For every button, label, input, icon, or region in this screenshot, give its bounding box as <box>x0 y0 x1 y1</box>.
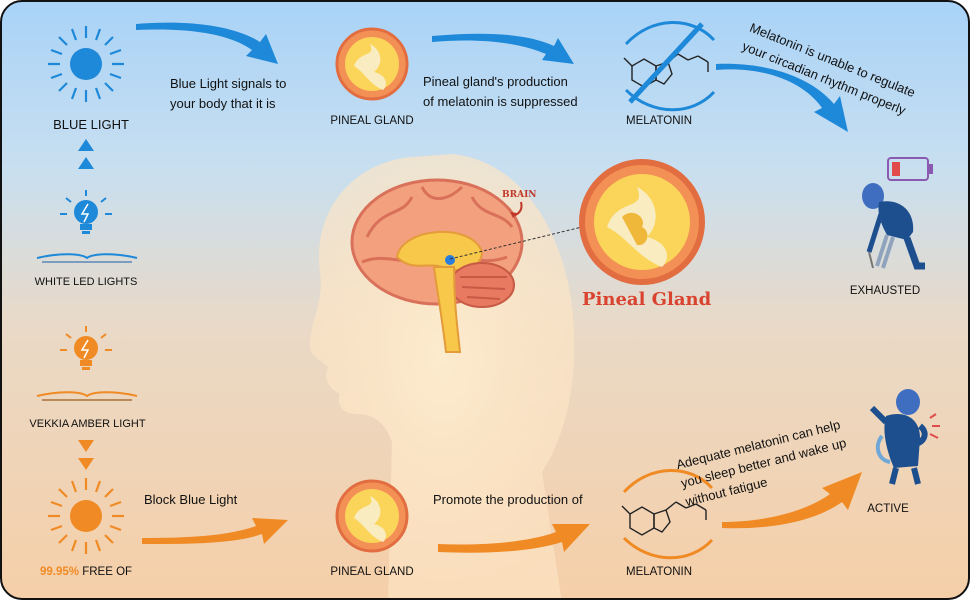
battery-low-icon <box>887 157 933 181</box>
brain-illustration <box>350 178 524 353</box>
top-gland-label: PINEAL GLAND <box>330 115 414 127</box>
free-of-label: 99.95% FREE OF <box>40 566 132 578</box>
bottom-gland-label: PINEAL GLAND <box>330 566 414 578</box>
free-of-text: FREE OF <box>79 566 133 578</box>
brain-tag-arrow <box>510 201 523 218</box>
top-melatonin-label: MELATONIN <box>625 115 693 127</box>
bottom-melatonin-label: MELATONIN <box>625 566 693 578</box>
led-bulb-icon <box>60 190 112 234</box>
arrow-bottom-3 <box>722 472 862 529</box>
free-percent: 99.95% <box>40 566 80 578</box>
active-person-icon <box>869 389 940 485</box>
arrow-top-2 <box>432 33 574 64</box>
arrow-bottom-2 <box>438 524 590 553</box>
active-label: ACTIVE <box>867 503 909 515</box>
top-step1-text: Blue Light signals to your body that it … <box>170 76 287 111</box>
pineal-gland-icon-top <box>335 27 409 101</box>
melatonin-molecule-icon <box>621 469 714 560</box>
arrow-top-1 <box>136 22 278 64</box>
led-label: WHITE LED LIGHTS <box>34 276 138 288</box>
amber-bulb-icon <box>60 326 112 370</box>
amber-light-beam <box>36 391 138 401</box>
melatonin-molecule-blocked-icon <box>623 21 716 112</box>
exhausted-person-icon <box>862 183 925 270</box>
pineal-gland-large <box>579 159 705 285</box>
pineal-gland-title: Pineal Gland <box>582 289 712 310</box>
arrow-bottom-1 <box>142 518 288 544</box>
arrow-top-3 <box>716 63 848 132</box>
top-step2-text: Pineal gland's production of melatonin i… <box>423 74 578 109</box>
down-arrows-icon <box>78 440 94 470</box>
pineal-gland-icon-bottom <box>335 479 409 553</box>
blue-light-label: BLUE LIGHT <box>53 117 129 132</box>
led-light-beam <box>36 253 138 263</box>
amber-label: VEKKIA AMBER LIGHT <box>29 418 146 430</box>
zoom-connector <box>449 226 583 260</box>
pineal-marker <box>445 255 455 265</box>
exhausted-label: EXHAUSTED <box>849 285 921 297</box>
sun-orange-icon <box>48 478 124 554</box>
sun-blue-icon <box>48 26 124 102</box>
bottom-step1-text: Block Blue Light <box>144 492 238 507</box>
brain-tag: BRAIN <box>502 190 537 200</box>
bottom-step2-text: Promote the production of <box>433 492 583 507</box>
up-arrows-icon <box>78 139 94 169</box>
